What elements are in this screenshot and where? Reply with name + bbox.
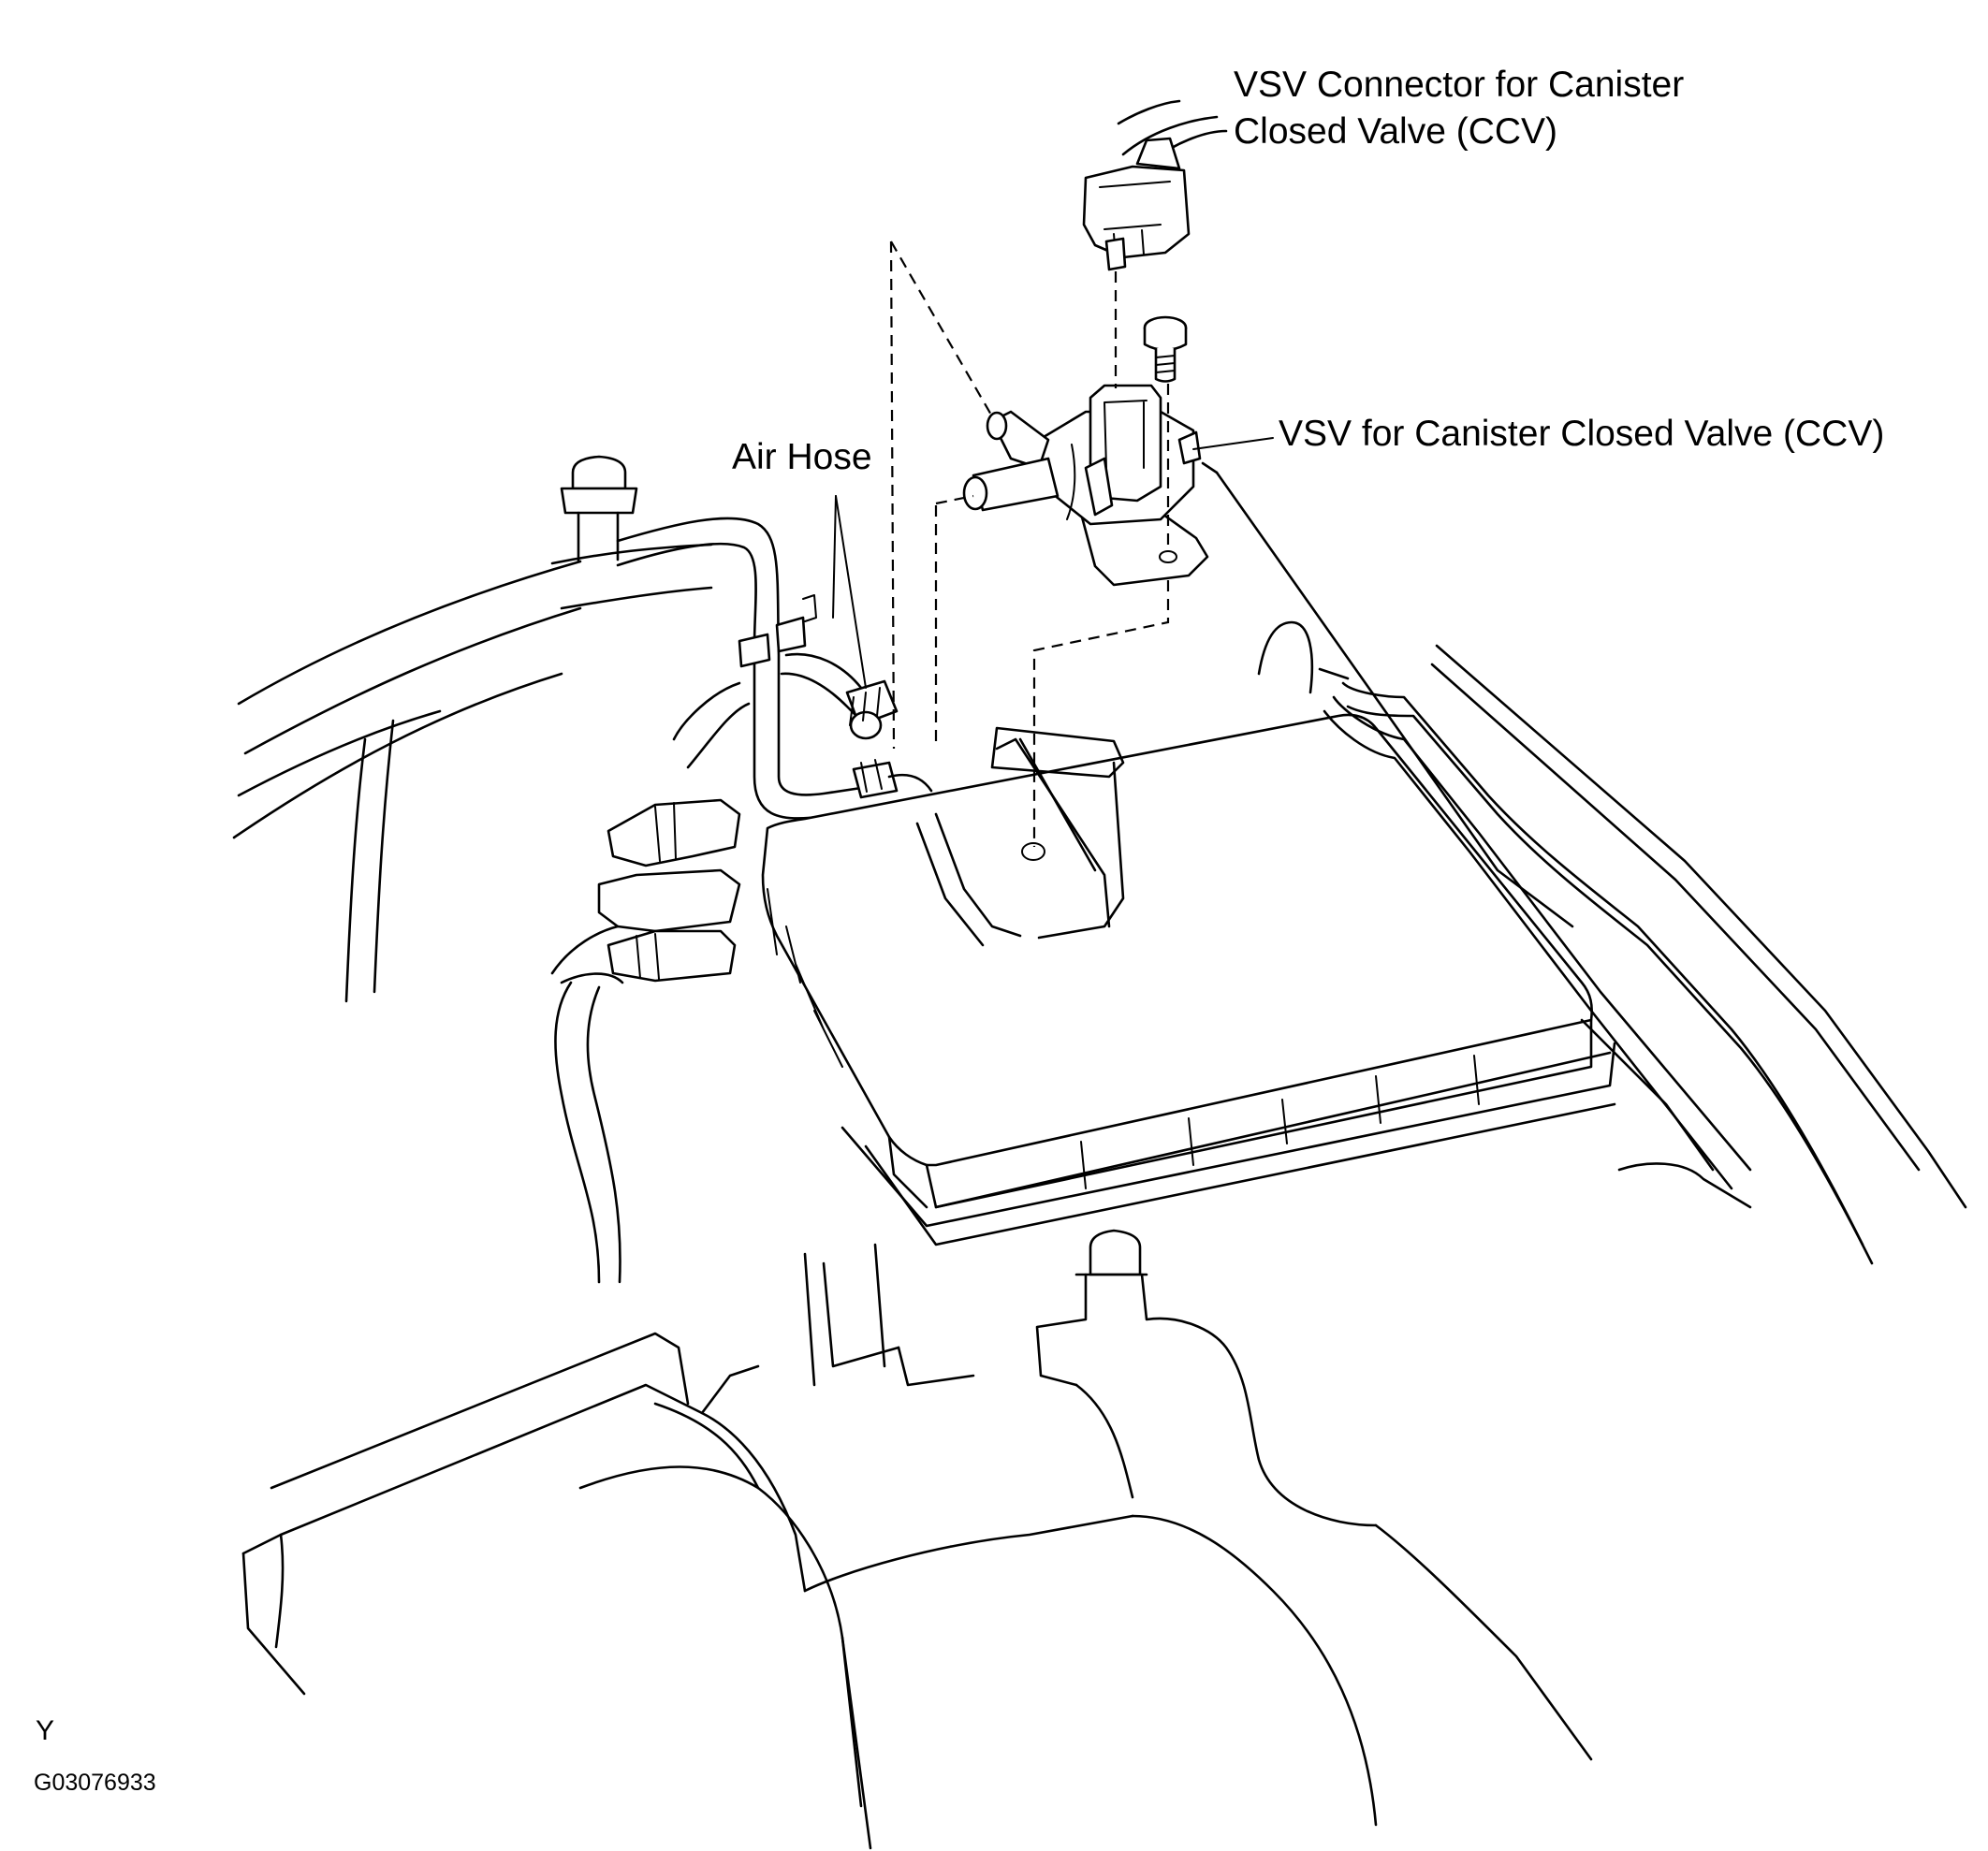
vsv-connector: [1082, 99, 1228, 271]
pipe-clamps: [738, 594, 817, 668]
left-vertical-hose: [550, 925, 624, 1284]
vsv-valve: [962, 384, 1209, 587]
left-fender-lines: [232, 543, 713, 1003]
vsv-connector-label-line2: Closed Valve (CCV): [1234, 111, 1558, 152]
figure-code: G03076933: [34, 1770, 156, 1796]
air-hose: [780, 652, 899, 740]
leader-lines: [832, 437, 1274, 689]
left-connector-block: [597, 681, 751, 983]
air-hose-label: Air Hose: [732, 437, 872, 477]
mounting-bolt: [1143, 315, 1188, 383]
air-cleaner-box: [761, 713, 1616, 1246]
assembly-dashed-lines: [889, 240, 1170, 847]
lower-center-structure: [803, 1243, 975, 1387]
lower-left-structure: [241, 1332, 1593, 1850]
right-structure: [1201, 461, 1967, 1265]
lower-hose-clamps: [852, 759, 933, 799]
view-letter: Y: [36, 1715, 55, 1746]
lower-cap-post: [1035, 1229, 1378, 1527]
upper-cap-pipe: [560, 455, 863, 820]
vsv-ccv-label: VSV for Canister Closed Valve (CCV): [1279, 414, 1885, 454]
vsv-connector-label-line1: VSV Connector for Canister: [1234, 65, 1685, 105]
